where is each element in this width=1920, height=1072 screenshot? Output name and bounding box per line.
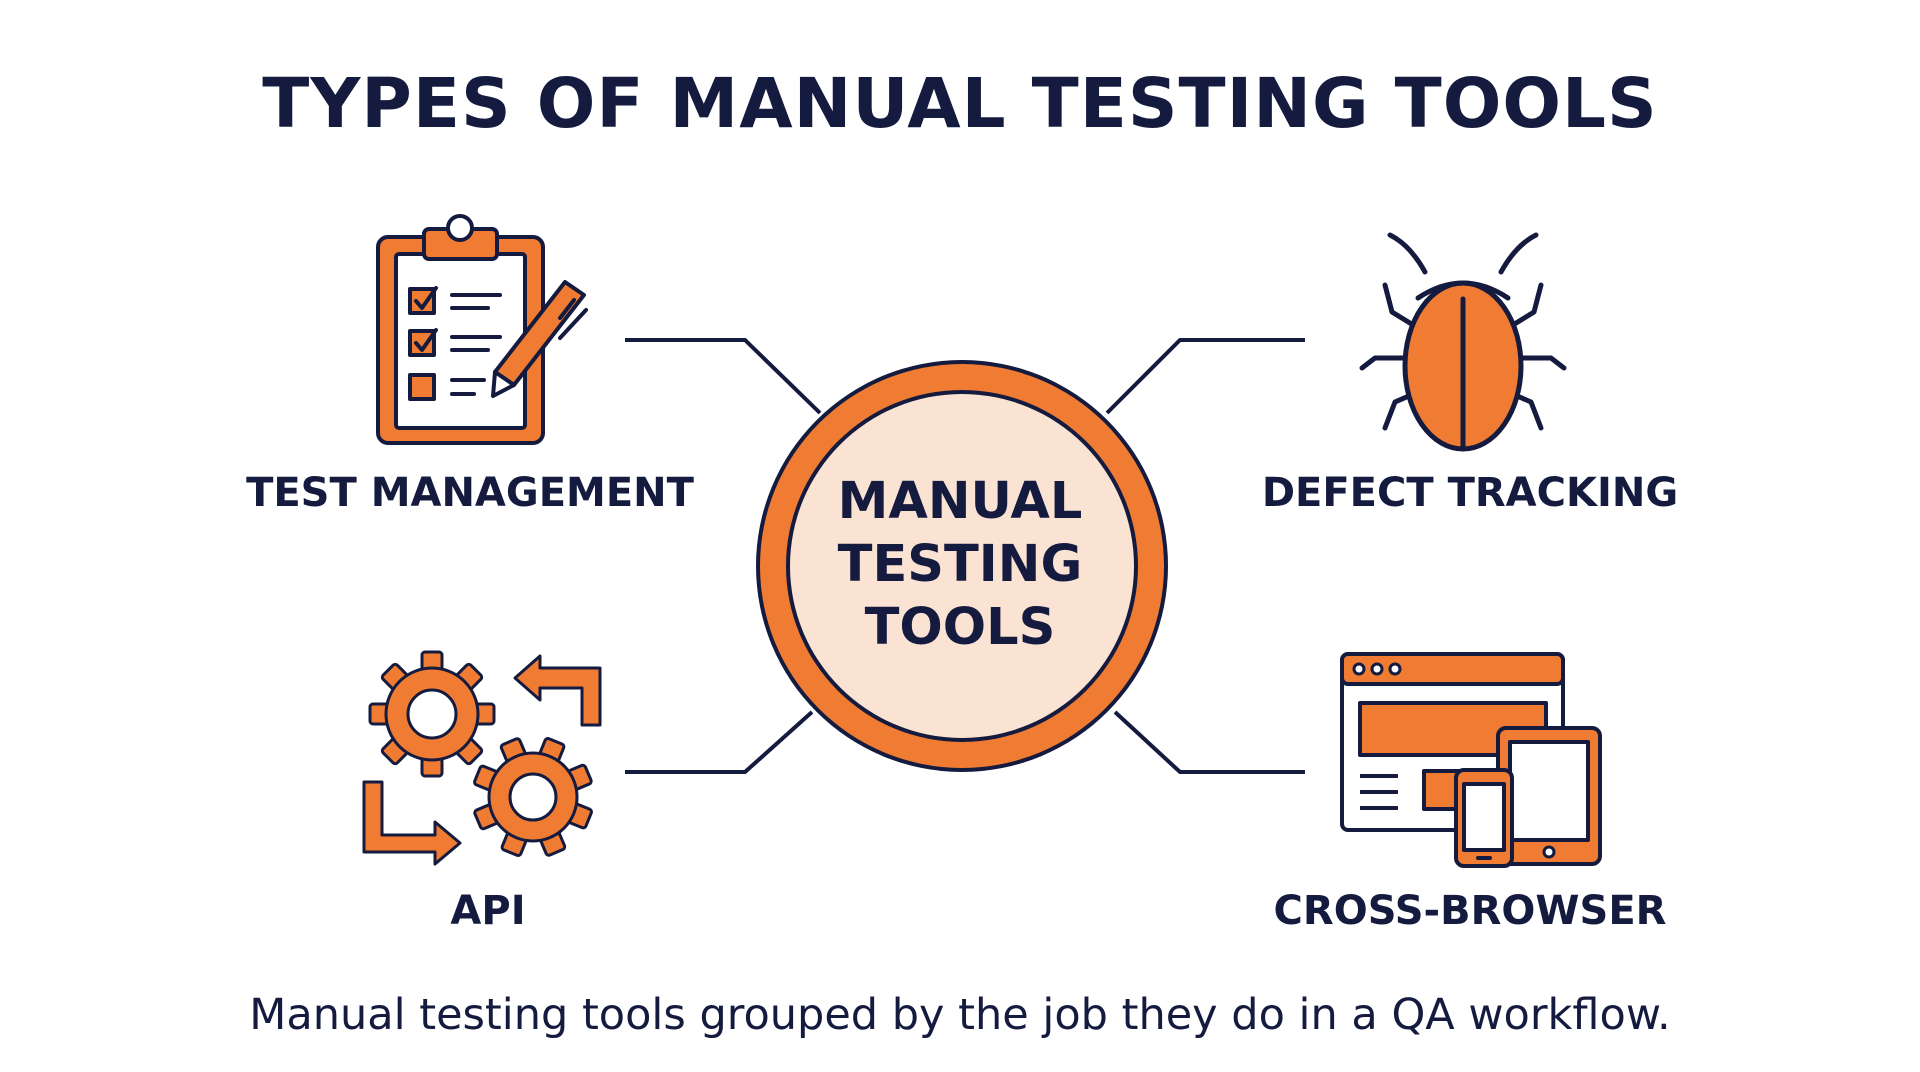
connectors [625,338,1305,774]
bug-icon [1359,232,1567,452]
gear-small-icon [473,737,593,857]
hub-label: MANUAL TESTING TOOLS [790,470,1130,659]
connector-defect-tracking [1105,338,1305,415]
hub-label-line: TOOLS [864,598,1056,657]
gears-cycle-icon [362,650,602,866]
gear-large-icon [368,650,496,778]
category-label-defect-tracking: DEFECT TRACKING [1261,470,1679,516]
category-label-test-management: TEST MANAGEMENT [246,470,694,516]
browser-devices-icon [1340,652,1602,868]
arrow-bottom-icon [362,780,462,866]
category-label-api: API [450,888,526,934]
page-title: TYPES OF MANUAL TESTING TOOLS [262,64,1658,144]
category-label-cross-browser: CROSS-BROWSER [1273,888,1667,934]
connector-test-management [625,338,822,415]
hub-label-line: TESTING [837,535,1083,594]
hub-label-line: MANUAL [837,472,1083,531]
connector-cross-browser [1113,710,1305,774]
hub-circle [756,360,1168,772]
caption: Manual testing tools grouped by the job … [249,990,1671,1040]
clipboard-checklist-icon [376,214,588,445]
arrow-top-icon [513,654,602,727]
connector-api [625,710,814,774]
